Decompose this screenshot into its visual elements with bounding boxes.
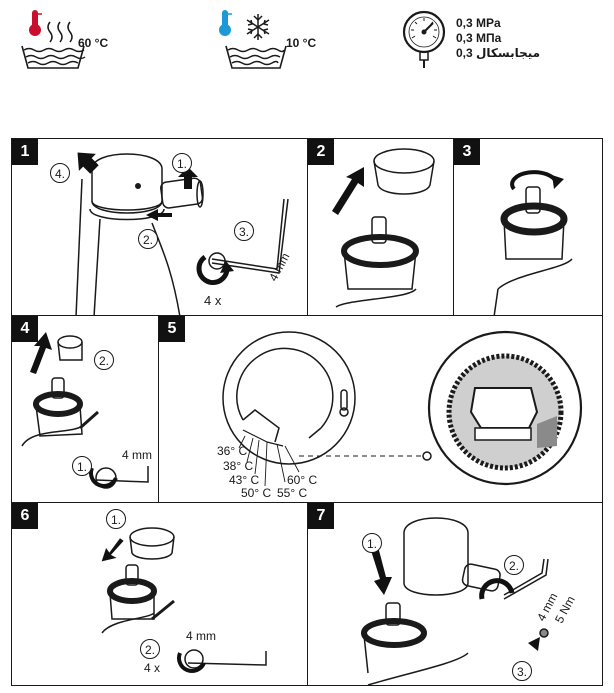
- step-marker-3: 3.: [234, 221, 254, 241]
- temp-label-50: 50° C: [241, 486, 272, 500]
- cold-temp-label: 10 °C: [286, 36, 317, 50]
- temp-label-43: 43° C: [229, 473, 260, 487]
- temp-label-36: 36° C: [217, 444, 248, 458]
- hot-water-icon: [21, 10, 86, 69]
- step-marker-4: 4.: [50, 163, 70, 183]
- step-marker-1: 1.: [362, 533, 382, 553]
- repeat-count-label: 4 x: [204, 293, 222, 308]
- remove-nut-illustration: [21, 332, 149, 489]
- pressure-line-2: 0,3 МПа: [456, 31, 502, 45]
- step-marker-2: 2.: [504, 555, 524, 575]
- step-number: 6: [12, 503, 38, 529]
- pressure-line-1: 0,3 MPa: [456, 16, 501, 30]
- repeat-count-label: 4 x: [144, 661, 161, 675]
- hot-temp-label: 60 °C: [78, 36, 109, 50]
- step-marker-3: 3.: [512, 661, 532, 681]
- pressure-gauge-icon: [402, 10, 446, 68]
- step-number: 1: [12, 139, 38, 165]
- rotate-cartridge-illustration: [493, 170, 573, 315]
- cold-water-spec: 10 °C: [216, 8, 336, 70]
- reinstall-lever-illustration: [361, 517, 549, 685]
- temp-label-38: 38° C: [223, 459, 254, 473]
- temp-label-55: 55° C: [277, 486, 308, 500]
- cold-water-icon: [219, 10, 287, 69]
- step-1-panel: 1 1. 2. 3. 4. 4 mm 4 x: [11, 138, 308, 316]
- step-4-panel: 4 2. 1. 4 mm: [11, 315, 159, 503]
- pressure-spec: 0,3 MPa 0,3 МПа 0,3 ميجابسكال: [400, 8, 560, 70]
- step-number: 3: [454, 139, 480, 165]
- step-marker-1: 1.: [106, 509, 126, 529]
- step-marker-2: 2.: [140, 639, 160, 659]
- step-number: 4: [12, 316, 38, 342]
- faucet-remove-lever-illustration: [75, 152, 289, 315]
- step-6-panel: 6 1. 2. 4 mm 4 x: [11, 502, 308, 686]
- step-number: 7: [308, 503, 334, 529]
- remove-cap-illustration: [332, 148, 435, 308]
- step-marker-2: 2.: [94, 350, 114, 370]
- step-marker-1: 1.: [172, 153, 192, 173]
- pressure-line-3: 0,3 ميجابسكال: [456, 46, 541, 60]
- step-marker-2: 2.: [138, 229, 158, 249]
- step-number: 5: [159, 316, 185, 342]
- step-marker-1: 1.: [72, 456, 92, 476]
- temperature-limiter-illustration: [222, 330, 583, 487]
- tool-size-label: 4 mm: [186, 629, 216, 643]
- tool-size-label: 4 mm: [122, 448, 152, 462]
- step-5-panel: 5 36° C 38° C 43°: [158, 315, 603, 503]
- reinstall-parts-illustration: [101, 527, 267, 673]
- step-2-panel: 2: [307, 138, 454, 316]
- temp-label-60: 60° C: [287, 473, 318, 487]
- hot-water-spec: 60 °C: [18, 8, 128, 70]
- step-3-panel: 3: [453, 138, 603, 316]
- step-7-panel: 7 1. 2. 3. 4 mm 5 Nm: [307, 502, 603, 686]
- step-number: 2: [308, 139, 334, 165]
